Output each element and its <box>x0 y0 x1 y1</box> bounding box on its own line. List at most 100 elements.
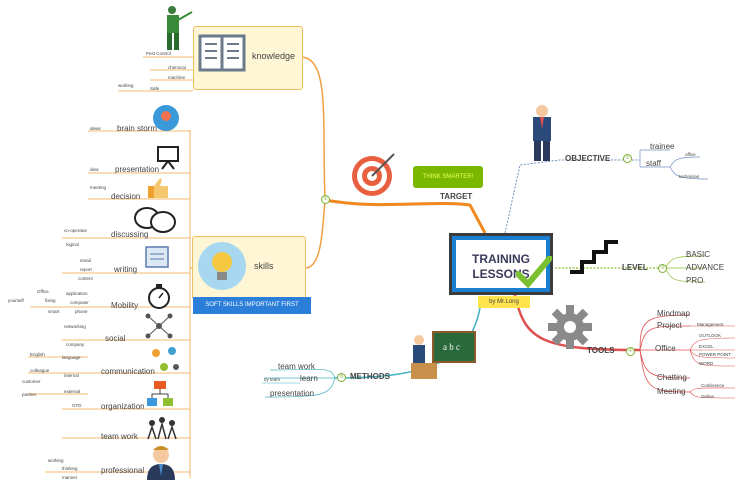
methods-learn: learn <box>300 374 318 383</box>
methods-team-work: team work <box>278 362 315 371</box>
tools-badge: ④ <box>626 347 635 356</box>
methods-presentation: presentation <box>270 389 315 398</box>
objective-badge: ① <box>623 154 632 163</box>
gear-icon <box>548 305 592 349</box>
skill-social[interactable]: social <box>105 334 126 343</box>
tools-outlook: OUTLOOK <box>699 333 722 338</box>
level-label[interactable]: LEVEL <box>622 263 648 272</box>
skill-communication-customer: customer <box>22 379 41 384</box>
skill-discussing[interactable]: discussing <box>111 230 149 239</box>
central-byline: by Mr.Long <box>478 296 530 308</box>
tools-online: Online <box>701 394 715 399</box>
team-icon <box>147 417 177 440</box>
org-chart-icon <box>147 381 173 406</box>
businessman-icon <box>147 446 175 480</box>
skill-communication-internal: internal <box>64 373 79 378</box>
skill-writing-content: content <box>78 276 93 281</box>
skill-professional-thinking: thinking <box>62 466 78 471</box>
skill-communication-english: English <box>30 352 45 357</box>
skill-discussing-cooperator: co-operator <box>64 228 88 233</box>
knowledge-safe: Safe <box>150 86 160 91</box>
thumbs-up-icon <box>148 178 168 198</box>
level-pro: PRO <box>686 276 704 285</box>
skill-organization[interactable]: organization <box>101 402 145 411</box>
knowledge-chemical: chemical <box>168 65 186 70</box>
skill-communication-external: external <box>64 389 81 394</box>
soft-skills-banner: SOFT SKILLS IMPORTANT FIRST <box>193 297 311 314</box>
skill-discussing-logical: logical <box>66 242 79 247</box>
objective-trainee: trainee <box>650 142 675 151</box>
checkmark-icon <box>516 256 552 289</box>
speech-bubbles-icon <box>134 207 176 233</box>
tools-label[interactable]: TOOLS <box>587 346 615 355</box>
skill-presentation[interactable]: presentation <box>115 165 160 174</box>
skills-label: skills <box>254 261 274 271</box>
skill-mobility-fixing: fixing <box>45 298 56 303</box>
central-topic[interactable]: TRAINING LESSONS <box>449 233 553 295</box>
skill-social-networking: networking <box>64 324 86 329</box>
knowledge-label: knowledge <box>252 51 296 61</box>
skill-organization-gtd: GTD <box>72 403 82 408</box>
objective-staff: staff <box>646 159 661 168</box>
svg-text:a b c: a b c <box>443 342 460 352</box>
tools-mindmap: Mindmap <box>657 309 690 318</box>
skill-mobility[interactable]: Mobility <box>111 301 139 310</box>
central-topic-line2: LESSONS <box>472 267 530 281</box>
presentation-board-icon <box>157 146 179 170</box>
tools-excel: EXCEL <box>699 344 714 349</box>
pest-control-worker-icon <box>167 6 193 50</box>
stopwatch-icon <box>148 284 170 309</box>
skill-professional-manner: manner <box>62 475 78 480</box>
knowledge-pest-control: Pest Control <box>146 51 171 56</box>
skill-writing[interactable]: writing <box>114 265 138 274</box>
skill-decision[interactable]: decision <box>111 192 141 201</box>
knowledge-working: working <box>118 83 134 88</box>
methods-by-team: by team <box>264 377 281 382</box>
skill-writing-report: report <box>80 267 92 272</box>
skill-professional[interactable]: professional <box>101 466 145 475</box>
network-icon <box>145 313 173 339</box>
teacher-blackboard-icon: a b c <box>411 331 476 379</box>
level-badge: ③ <box>658 264 667 273</box>
target-badge: ② <box>321 195 330 204</box>
tools-powerpoint: POWER POINT <box>699 352 732 357</box>
methods-label[interactable]: METHODS <box>350 372 390 381</box>
skill-mobility-application: application <box>66 291 88 296</box>
objective-label[interactable]: OBJECTIVE <box>565 154 611 163</box>
skill-social-company: company <box>66 342 85 347</box>
level-basic: BASIC <box>686 250 711 259</box>
tools-office: Office <box>655 344 676 353</box>
skill-mobility-smart: smart <box>48 309 60 314</box>
skill-writing-email: email <box>80 258 91 263</box>
objective-technician: technician <box>679 174 700 179</box>
skill-professional-working: working <box>48 458 64 463</box>
objective-office: office <box>685 152 696 157</box>
central-topic-line1: TRAINING <box>472 252 530 266</box>
skill-team-work[interactable]: team work <box>101 432 138 441</box>
think-smarter-sign: THINK SMARTER! <box>413 166 483 188</box>
target-label[interactable]: TARGET <box>440 192 473 201</box>
skill-brain-storm[interactable]: brain storm <box>117 124 158 133</box>
skill-communication-partner: partner <box>22 392 37 397</box>
communication-icon <box>152 347 179 371</box>
skill-communication-language: language <box>62 355 81 360</box>
methods-badge: ⑤ <box>337 373 346 382</box>
tools-project: Project <box>657 321 682 330</box>
skill-mobility-office: Office <box>37 289 49 294</box>
skill-mobility-computer: computer <box>70 300 89 305</box>
skill-communication[interactable]: communication <box>101 367 155 376</box>
tools-meeting: Meeting <box>657 387 686 396</box>
skill-mobility-phone: phone <box>75 309 88 314</box>
tools-conference: Conference <box>701 383 725 388</box>
skill-mobility-yourself: yourself <box>8 298 24 303</box>
brain-icon <box>153 105 179 131</box>
tools-word: WORD <box>699 361 714 366</box>
stairs-icon <box>570 240 618 274</box>
skill-communication-colleague: colleague <box>30 368 50 373</box>
businessman-standing-icon <box>533 105 551 161</box>
skill-brain-storm-ideas: ideas <box>90 126 101 131</box>
tools-management: Management <box>697 322 724 327</box>
target-icon <box>352 153 395 196</box>
level-advance: ADVANCE <box>686 263 725 272</box>
